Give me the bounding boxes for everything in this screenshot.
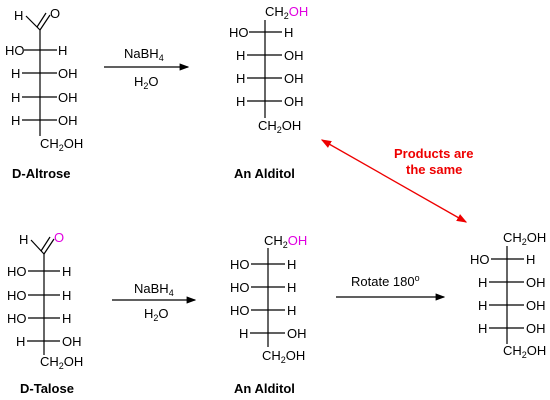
- row4-right: OH: [284, 94, 304, 109]
- note-line-1: Products are: [394, 146, 473, 161]
- row1-right: H: [284, 25, 293, 40]
- row3-left: H: [478, 298, 487, 313]
- row4-right: OH: [287, 326, 307, 341]
- aldehyde-o: O: [50, 6, 60, 21]
- rotate-label: Rotate 180o: [351, 273, 420, 289]
- product-name-top: An Alditol: [234, 166, 295, 181]
- row4-left: H: [478, 321, 487, 336]
- product-name-bottom: An Alditol: [234, 381, 295, 396]
- alditol-bottom-structure: CH2OH HO H HO H HO H H OH CH2OH An Aldit…: [230, 233, 307, 396]
- products-same-note: Products are the same: [320, 139, 473, 223]
- reagent-top-1: NaBH4: [124, 46, 164, 63]
- top-ch2: CH2OH: [264, 233, 307, 250]
- terminal-ch2oh: CH2OH: [40, 136, 83, 153]
- rotate-arrow: Rotate 180o: [336, 273, 446, 301]
- row4-right: OH: [58, 113, 78, 128]
- reactant-name-bottom: D-Talose: [20, 381, 74, 396]
- row3-left: H: [236, 71, 245, 86]
- d-talose-structure: H O HO H HO H HO H H OH CH2OH D-Talose: [7, 230, 83, 396]
- row1-right: H: [287, 257, 296, 272]
- row2-left: HO: [230, 280, 250, 295]
- row3-right: H: [62, 311, 71, 326]
- row3-right: OH: [284, 71, 304, 86]
- row2-left: H: [478, 275, 487, 290]
- d-altrose-structure: H O HO H H OH H OH H OH CH2OH D-Altrose: [5, 6, 83, 181]
- bottom-ch2oh: CH2OH: [503, 343, 546, 360]
- row3-right: OH: [526, 298, 546, 313]
- reactant-name-top: D-Altrose: [12, 166, 71, 181]
- double-headed-arrow: [320, 139, 468, 223]
- row4-left: H: [239, 326, 248, 341]
- aldehyde-h: H: [14, 8, 23, 23]
- row2-left: H: [11, 66, 20, 81]
- row1-right: H: [58, 43, 67, 58]
- row1-right: H: [526, 252, 535, 267]
- aldehyde-o: O: [54, 230, 64, 245]
- reagent-top-2: H2O: [134, 74, 159, 91]
- double-bond: [40, 236, 51, 252]
- row2-left: H: [236, 48, 245, 63]
- row1-left: HO: [5, 43, 25, 58]
- rotate-text: Rotate 180: [351, 274, 415, 289]
- row3-left: HO: [7, 311, 27, 326]
- top-reaction-arrow: NaBH4 H2O: [104, 46, 190, 91]
- row3-right: H: [287, 303, 296, 318]
- row2-right: OH: [58, 66, 78, 81]
- row4-left: H: [236, 94, 245, 109]
- double-bond: [39, 14, 51, 31]
- row3-left: H: [11, 90, 20, 105]
- reagent-bottom-2: H2O: [144, 306, 169, 323]
- row1-left: HO: [7, 264, 27, 279]
- row1-left: HO: [230, 257, 250, 272]
- alditol-rotated-structure: CH2OH HO H H OH H OH H OH CH2OH: [470, 230, 546, 360]
- row2-right: H: [62, 288, 71, 303]
- row1-left: HO: [470, 252, 490, 267]
- alditol-top-structure: CH2OH HO H H OH H OH H OH CH2OH An Aldit…: [229, 4, 308, 181]
- row3-right: OH: [58, 90, 78, 105]
- reagent-bottom-1: NaBH4: [134, 281, 174, 298]
- row2-right: OH: [284, 48, 304, 63]
- double-bond: [43, 238, 55, 255]
- row4-right: OH: [526, 321, 546, 336]
- row1-right: H: [62, 264, 71, 279]
- terminal-ch2oh: CH2OH: [258, 118, 301, 135]
- aldehyde-h: H: [19, 232, 28, 247]
- bond: [25, 15, 41, 31]
- terminal-ch2oh: CH2OH: [262, 348, 305, 365]
- bond: [30, 239, 45, 255]
- row4-right: OH: [62, 334, 82, 349]
- row2-right: H: [287, 280, 296, 295]
- top-ch2oh: CH2OH: [503, 230, 546, 247]
- row3-left: HO: [230, 303, 250, 318]
- row1-left: HO: [229, 25, 249, 40]
- row2-right: OH: [526, 275, 546, 290]
- double-bond: [36, 12, 47, 28]
- bottom-reaction-arrow: NaBH4 H2O: [112, 281, 197, 323]
- row4-left: H: [11, 113, 20, 128]
- note-line-2: the same: [406, 162, 462, 177]
- top-ch2: CH2OH: [265, 4, 308, 21]
- row2-left: HO: [7, 288, 27, 303]
- row4-left: H: [16, 334, 25, 349]
- terminal-ch2oh: CH2OH: [40, 354, 83, 371]
